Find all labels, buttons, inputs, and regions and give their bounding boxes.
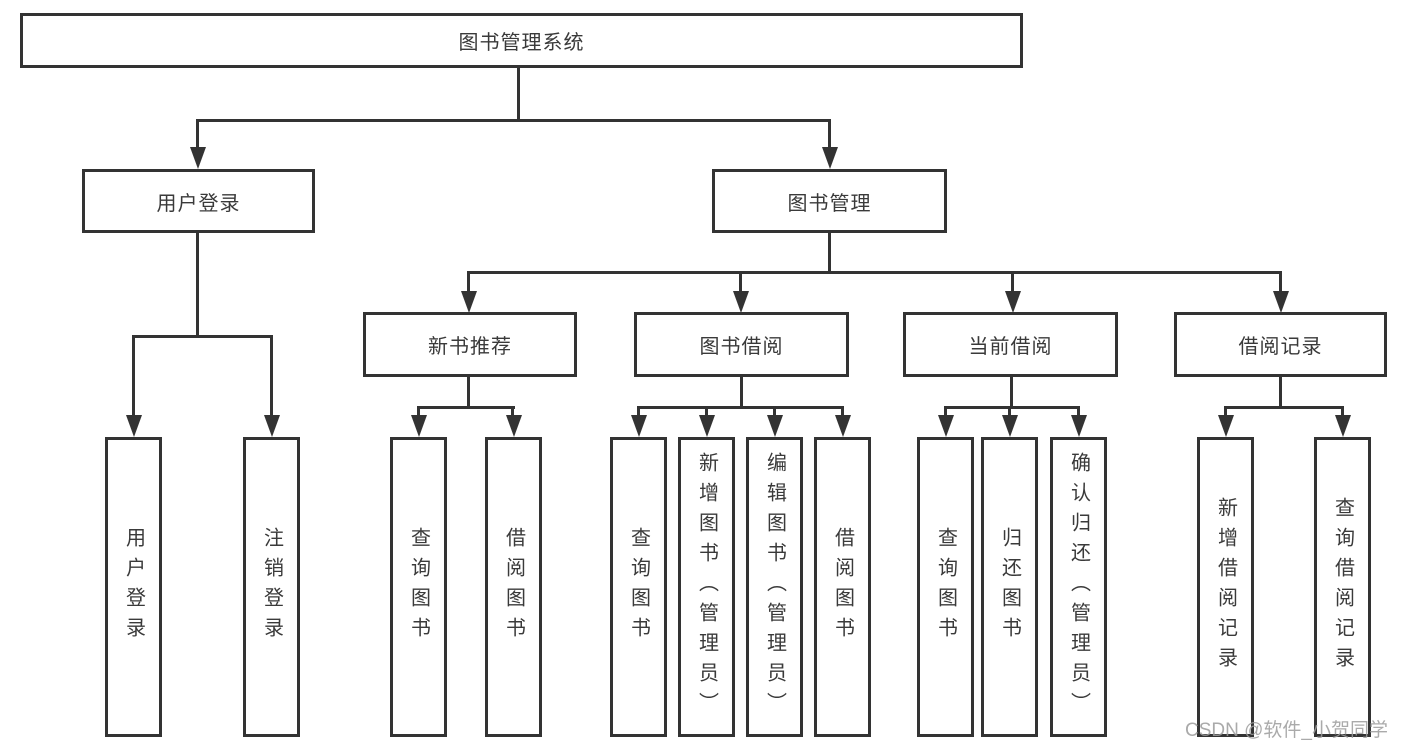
connector-line xyxy=(132,335,135,416)
connector-line xyxy=(1341,406,1344,416)
arrow-down-icon xyxy=(126,415,142,437)
connector-line xyxy=(828,119,831,148)
connector-line xyxy=(511,406,514,416)
node-label: 当前借阅 xyxy=(968,336,1053,358)
connector-line xyxy=(1077,406,1080,416)
node-label: 借阅图书 xyxy=(502,527,525,647)
arrow-down-icon xyxy=(190,147,206,169)
node-label: 图书管理系统 xyxy=(458,32,585,54)
connector-line xyxy=(1279,377,1282,408)
arrow-down-icon xyxy=(835,415,851,437)
node-label: 借阅图书 xyxy=(831,527,854,647)
node-label: 编辑图书（管理员） xyxy=(763,452,786,722)
arrow-down-icon xyxy=(699,415,715,437)
connector-line xyxy=(1224,406,1227,416)
connector-line xyxy=(637,406,640,416)
connector-line xyxy=(944,406,1080,409)
node-label: 借阅记录 xyxy=(1238,336,1323,358)
arrow-down-icon xyxy=(1218,415,1234,437)
connector-line xyxy=(417,406,515,409)
node-user-login: 用户登录 xyxy=(82,169,315,233)
connector-line xyxy=(133,335,273,338)
connector-line xyxy=(637,406,844,409)
node-root: 图书管理系统 xyxy=(20,13,1023,68)
connector-line xyxy=(468,271,1282,274)
leaf-return-book: 归还图书 xyxy=(981,437,1038,737)
node-current-borrow: 当前借阅 xyxy=(903,312,1118,377)
leaf-confirm-return-admin: 确认归还（管理员） xyxy=(1050,437,1107,737)
arrow-down-icon xyxy=(1005,291,1021,313)
node-label: 查询借阅记录 xyxy=(1331,497,1354,677)
connector-line xyxy=(197,119,831,122)
leaf-query-borrow-record: 查询借阅记录 xyxy=(1314,437,1371,737)
csdn-watermark: CSDN @软件_小贺同学 xyxy=(1185,720,1388,741)
connector-line xyxy=(828,233,831,273)
arrow-down-icon xyxy=(822,147,838,169)
arrow-down-icon xyxy=(1002,415,1018,437)
arrow-down-icon xyxy=(631,415,647,437)
leaf-query-book-current: 查询图书 xyxy=(917,437,974,737)
arrow-down-icon xyxy=(411,415,427,437)
connector-line xyxy=(196,233,199,337)
arrow-down-icon xyxy=(1335,415,1351,437)
connector-line xyxy=(1010,377,1013,408)
leaf-edit-book-admin: 编辑图书（管理员） xyxy=(746,437,803,737)
node-book-borrow: 图书借阅 xyxy=(634,312,849,377)
node-label: 用户登录 xyxy=(122,527,145,647)
leaf-logout: 注销登录 xyxy=(243,437,300,737)
node-new-book-recommend: 新书推荐 xyxy=(363,312,577,377)
connector-line xyxy=(1224,406,1344,409)
node-label: 注销登录 xyxy=(260,527,283,647)
node-label: 图书借阅 xyxy=(699,336,784,358)
node-label: 新增图书（管理员） xyxy=(695,452,718,722)
arrow-down-icon xyxy=(767,415,783,437)
node-borrow-records: 借阅记录 xyxy=(1174,312,1387,377)
node-label: 新增借阅记录 xyxy=(1214,497,1237,677)
arrow-down-icon xyxy=(1273,291,1289,313)
node-label: 查询图书 xyxy=(934,527,957,647)
arrow-down-icon xyxy=(733,291,749,313)
connector-line xyxy=(740,377,743,408)
node-label: 用户登录 xyxy=(156,192,241,215)
connector-line xyxy=(1279,271,1282,292)
leaf-query-book-recommend: 查询图书 xyxy=(390,437,447,737)
connector-line xyxy=(1011,271,1014,292)
arrow-down-icon xyxy=(461,291,477,313)
node-book-management: 图书管理 xyxy=(712,169,947,233)
connector-line xyxy=(773,406,776,416)
connector-line xyxy=(517,68,520,121)
connector-line xyxy=(467,271,470,292)
node-label: 确认归还（管理员） xyxy=(1067,452,1090,722)
node-label: 新书推荐 xyxy=(428,336,512,358)
arrow-down-icon xyxy=(506,415,522,437)
connector-line xyxy=(270,335,273,416)
leaf-borrow-book-borrow: 借阅图书 xyxy=(814,437,871,737)
connector-line xyxy=(196,119,199,148)
leaf-add-book-admin: 新增图书（管理员） xyxy=(678,437,735,737)
leaf-add-borrow-record: 新增借阅记录 xyxy=(1197,437,1254,737)
node-label: 查询图书 xyxy=(407,527,430,647)
node-label: 归还图书 xyxy=(998,527,1021,647)
node-label: 图书管理 xyxy=(787,192,872,215)
leaf-query-book-borrow: 查询图书 xyxy=(610,437,667,737)
connector-line xyxy=(739,271,742,292)
arrow-down-icon xyxy=(1071,415,1087,437)
connector-line xyxy=(705,406,708,416)
connector-line xyxy=(1008,406,1011,416)
leaf-borrow-book-recommend: 借阅图书 xyxy=(485,437,542,737)
arrow-down-icon xyxy=(264,415,280,437)
leaf-user-login: 用户登录 xyxy=(105,437,162,737)
connector-line xyxy=(467,377,470,408)
node-label: 查询图书 xyxy=(627,527,650,647)
connector-line xyxy=(417,406,420,416)
connector-line xyxy=(841,406,844,416)
arrow-down-icon xyxy=(938,415,954,437)
connector-line xyxy=(944,406,947,416)
